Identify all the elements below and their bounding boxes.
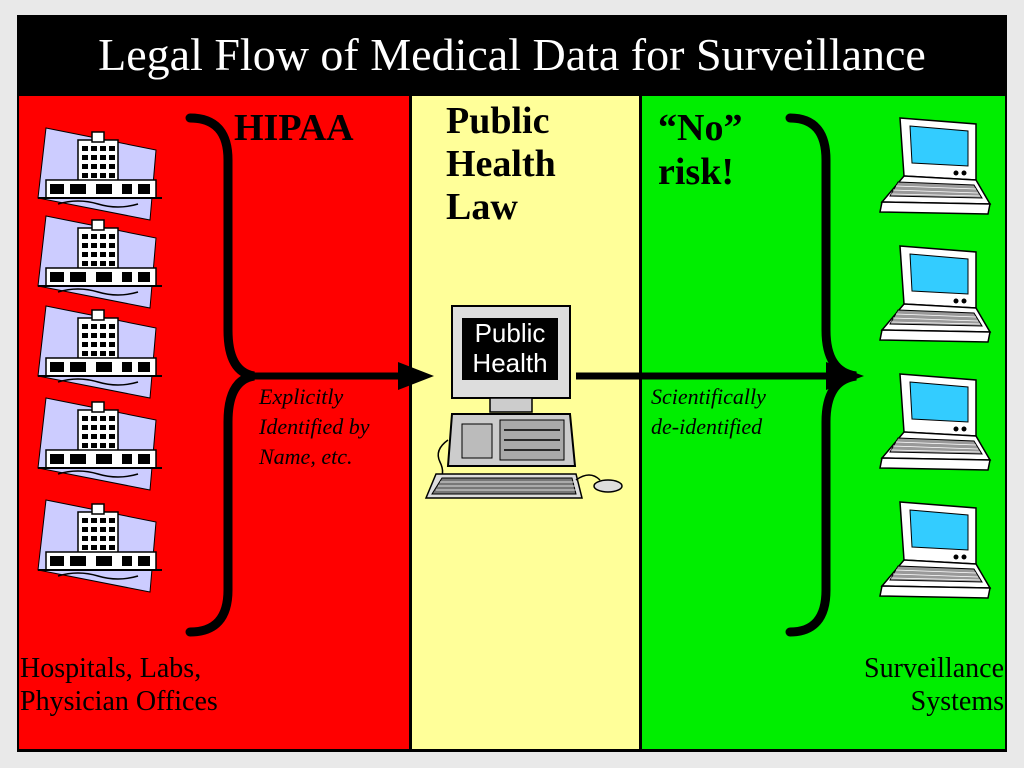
arrow-label-line: Identified by: [259, 414, 370, 439]
footer-line: Systems: [910, 686, 1004, 717]
no-risk-heading: “No” risk!: [658, 106, 742, 194]
heading-line: Health: [446, 143, 556, 185]
screen-line: Public: [474, 318, 546, 348]
hipaa-heading: HIPAA: [234, 107, 354, 149]
arrow-label-line: de-identified: [651, 414, 763, 439]
arrow-label-line: Explicitly: [259, 384, 344, 409]
slide-title: Legal Flow of Medical Data for Surveilla…: [17, 15, 1007, 93]
surveillance-footer: Surveillance Systems: [780, 652, 1004, 718]
heading-line: “No”: [658, 107, 743, 149]
public-health-law-heading: Public Health Law: [446, 100, 556, 229]
heading-line: Public: [446, 100, 550, 142]
public-health-screen-label: Public Health: [462, 318, 558, 380]
footer-line: Hospitals, Labs,: [20, 653, 202, 684]
arrow-label-line: Scientifically: [651, 384, 766, 409]
sources-footer: Hospitals, Labs, Physician Offices: [20, 652, 218, 718]
explicitly-identified-label: Explicitly Identified by Name, etc.: [259, 382, 370, 472]
footer-line: Physician Offices: [20, 686, 218, 717]
de-identified-label: Scientifically de-identified: [651, 382, 766, 442]
footer-line: Surveillance: [864, 653, 1004, 684]
heading-line: Law: [446, 186, 518, 228]
heading-line: risk!: [658, 151, 734, 193]
arrow-label-line: Name, etc.: [259, 444, 353, 469]
screen-line: Health: [472, 348, 548, 378]
